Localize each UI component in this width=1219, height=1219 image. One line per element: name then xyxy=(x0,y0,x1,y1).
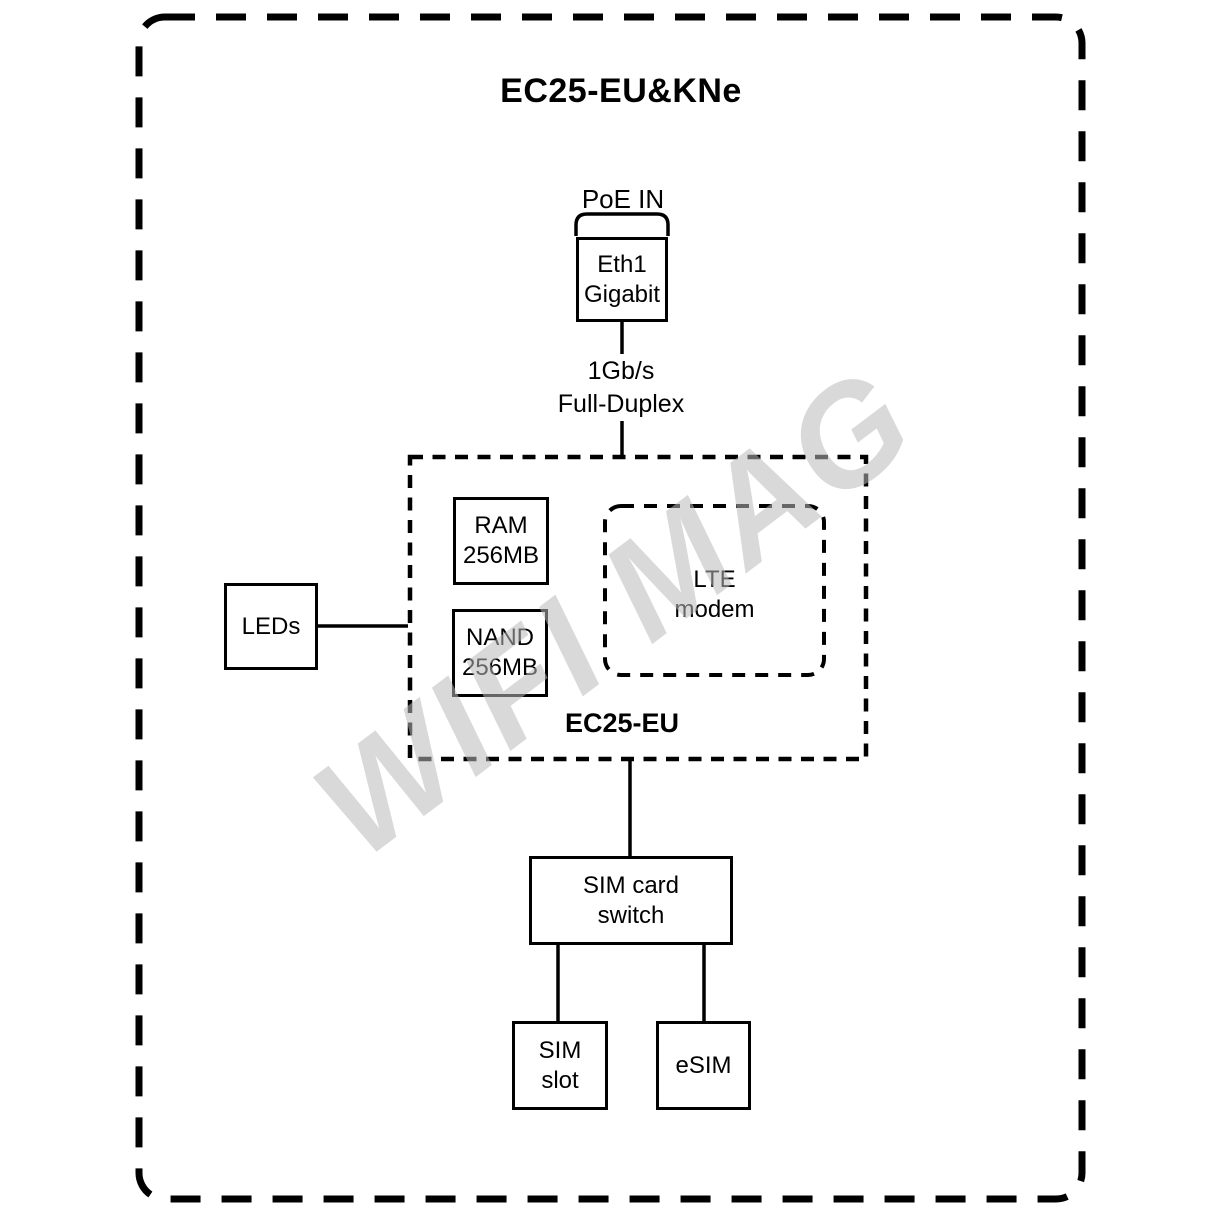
sim-card-switch-box: SIM card switch xyxy=(529,856,733,945)
outer-dashed-border xyxy=(135,13,1086,1203)
lte-modem-dashed-box xyxy=(603,504,826,677)
leds-label: LEDs xyxy=(241,612,301,640)
ram-box: RAM 256MB xyxy=(453,497,549,585)
eth1-box: Eth1 Gigabit xyxy=(576,237,668,322)
nand-label: NAND 256MB xyxy=(461,624,539,681)
nand-box: NAND 256MB xyxy=(452,609,548,697)
lte-modem-area: LTE modem xyxy=(605,506,824,675)
link-speed-label: 1Gb/s Full-Duplex xyxy=(557,355,685,421)
poe-in-bracket xyxy=(574,212,670,236)
eth1-label: Eth1 Gigabit xyxy=(583,250,661,308)
soc-dashed-box xyxy=(407,454,869,762)
esim-label: eSIM xyxy=(675,1051,732,1079)
diagram-title: EC25-EU&KNe xyxy=(500,72,742,110)
esim-box: eSIM xyxy=(656,1021,751,1110)
ram-label: RAM 256MB xyxy=(462,512,540,569)
leds-box: LEDs xyxy=(224,583,318,670)
sim-slot-box: SIM slot xyxy=(512,1021,608,1110)
soc-name-label: EC25-EU xyxy=(564,708,680,738)
poe-in-label: PoE IN xyxy=(581,184,665,214)
sim-slot-label: SIM slot xyxy=(538,1036,582,1094)
sim-card-switch-label: SIM card switch xyxy=(582,871,680,929)
lte-modem-label: LTE modem xyxy=(674,565,755,623)
